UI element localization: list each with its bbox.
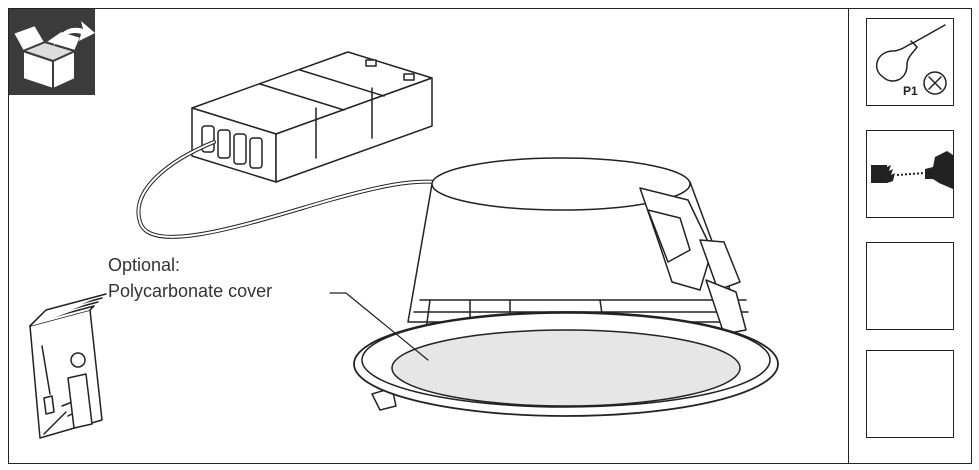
polycarbonate-cover [391, 329, 741, 407]
tool-box-screwdriver: P1 [866, 18, 954, 106]
driver-box [191, 51, 433, 183]
annotation-line-1: Optional: [108, 255, 181, 275]
tool-box-empty-1 [866, 242, 954, 330]
annotation-label: Optional: Polycarbonate cover [108, 252, 272, 304]
tool-box-drill [866, 130, 954, 218]
screwdriver-code: P1 [903, 84, 918, 98]
annotation-leader-line [329, 292, 429, 361]
unbox-icon [9, 9, 95, 95]
sidebar-divider [848, 8, 849, 464]
diagram-frame [8, 8, 972, 464]
downlight-body [371, 157, 749, 411]
drill-icon [871, 151, 953, 189]
screwdriver-icon: P1 [875, 24, 947, 98]
tool-box-empty-2 [866, 350, 954, 438]
annotation-line-2: Polycarbonate cover [108, 281, 273, 301]
manual-book-icon [29, 293, 107, 439]
